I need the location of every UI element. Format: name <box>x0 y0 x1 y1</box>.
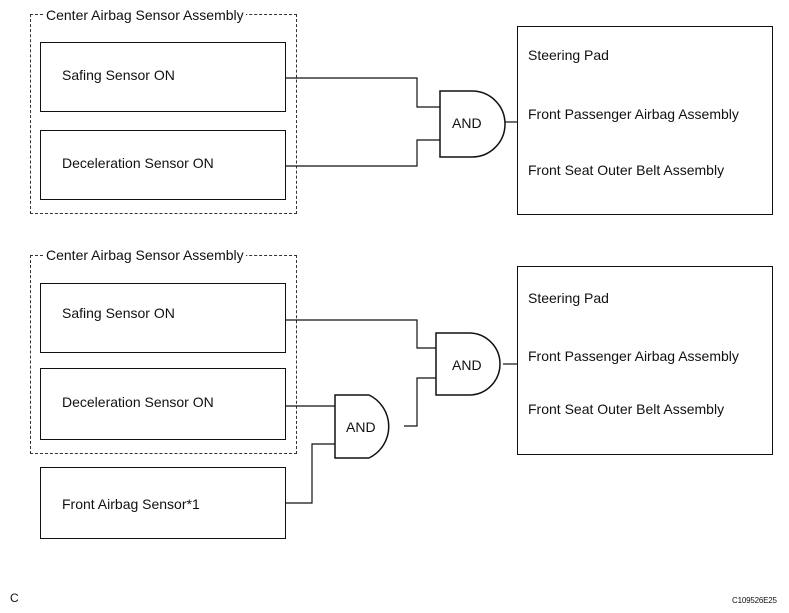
and-gate-top <box>439 90 506 158</box>
deceleration-sensor-label-top: Deceleration Sensor ON <box>62 155 214 171</box>
wire-and-inner-to-and-outer <box>404 377 436 427</box>
wire-front-sensor-to-and-inner <box>286 443 335 504</box>
safing-sensor-box-bottom <box>40 283 286 353</box>
wire-safing-to-and-outer <box>286 319 436 349</box>
and-gate-outer-label-bottom: AND <box>452 357 482 373</box>
output-steering-pad-bottom: Steering Pad <box>528 290 609 306</box>
output-passenger-airbag-bottom: Front Passenger Airbag Assembly <box>528 348 739 364</box>
output-belt-assembly-bottom: Front Seat Outer Belt Assembly <box>528 401 725 417</box>
safing-sensor-label-top: Safing Sensor ON <box>62 67 175 83</box>
and-gate-outer-bottom <box>435 332 501 396</box>
and-gate-inner-label-bottom: AND <box>346 419 376 435</box>
and-gate-inner-bottom <box>334 394 390 459</box>
and-gate-label-top: AND <box>452 115 482 131</box>
front-airbag-sensor-box <box>40 467 286 539</box>
wire-safing-to-and-top <box>286 77 440 108</box>
deceleration-sensor-label-bottom: Deceleration Sensor ON <box>62 394 214 410</box>
wire-decel-to-and-top <box>286 139 440 167</box>
output-box-top <box>517 26 773 215</box>
output-passenger-airbag-top: Front Passenger Airbag Assembly <box>528 106 739 122</box>
output-steering-pad-top: Steering Pad <box>528 47 609 63</box>
deceleration-sensor-box-bottom <box>40 368 286 440</box>
output-box-bottom <box>517 266 773 455</box>
deceleration-sensor-box-top <box>40 130 286 200</box>
group-title-bottom: Center Airbag Sensor Assembly <box>44 247 246 263</box>
safing-sensor-label-bottom: Safing Sensor ON <box>62 305 175 321</box>
group-title-top: Center Airbag Sensor Assembly <box>44 7 246 23</box>
corner-letter: C <box>10 591 19 605</box>
output-belt-assembly-top: Front Seat Outer Belt Assembly <box>528 162 725 178</box>
front-airbag-sensor-label: Front Airbag Sensor*1 <box>62 496 200 512</box>
figure-code: C109526E25 <box>732 596 777 605</box>
safing-sensor-box-top <box>40 42 286 112</box>
